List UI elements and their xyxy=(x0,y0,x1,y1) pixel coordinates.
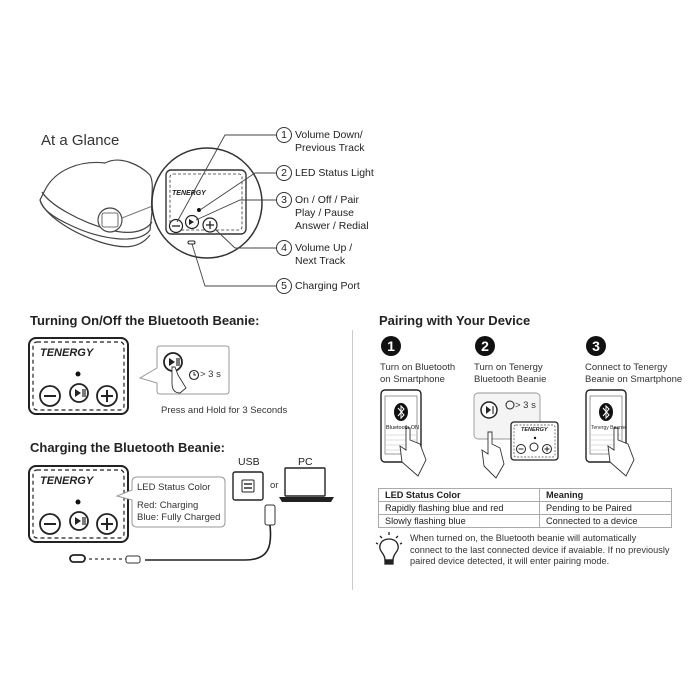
led-bubble-charging: Red: Charging xyxy=(137,500,199,511)
led-bubble-title: LED Status Color xyxy=(137,482,211,493)
at-a-glance-title: At a Glance xyxy=(41,132,120,149)
clock-icon xyxy=(188,369,200,381)
callout-line: Volume Up / xyxy=(295,242,353,254)
finger-icon xyxy=(481,431,505,479)
section-divider xyxy=(352,330,353,590)
step-number-1: 1 xyxy=(381,336,401,356)
callout-on-off-pair: On / Off / Pair Play / Pause Answer / Re… xyxy=(295,194,369,233)
finger-icon xyxy=(607,427,635,477)
charging-port-icon xyxy=(187,240,196,245)
step-line: Connect to Tenergy xyxy=(585,362,668,373)
tip-line: connect to the last connected device if … xyxy=(410,544,670,555)
table-row: Slowly flashing blue Connected to a devi… xyxy=(378,514,672,528)
led-status-bubble xyxy=(115,476,226,528)
step-line: Beanie on Smartphone xyxy=(585,374,683,385)
callout-volume-up: Volume Up / Next Track xyxy=(295,242,352,268)
table-cell: Pending to be Paired xyxy=(539,501,672,515)
turning-on-off-title: Turning On/Off the Bluetooth Beanie: xyxy=(30,313,260,328)
or-label: or xyxy=(270,480,279,491)
pc-label: PC xyxy=(298,456,313,468)
step-line: on Smartphone xyxy=(380,374,445,385)
pairing-tip: When turned on, the Bluetooth beanie wil… xyxy=(410,533,669,568)
led-status-table: LED Status Color Meaning Rapidly flashin… xyxy=(378,488,672,528)
lightbulb-icon xyxy=(375,532,403,565)
tip-line: paired device detected, it will enter pa… xyxy=(410,556,610,566)
brand-logo: TENERGY xyxy=(521,427,548,433)
step-number-2: 2 xyxy=(475,336,495,356)
led-bubble-charged: Blue: Fully Charged xyxy=(137,512,221,523)
callout-line: LED Status Light xyxy=(295,167,374,179)
callout-number-circles xyxy=(276,127,292,294)
brand-logo: TENERGY xyxy=(172,190,206,197)
led-dot xyxy=(197,208,201,212)
callout-number-5: 5 xyxy=(281,280,287,292)
led-dot xyxy=(75,499,81,505)
step-line: Bluetooth Beanie xyxy=(474,374,547,385)
beanie-icon xyxy=(39,159,153,248)
table-header-row: LED Status Color Meaning xyxy=(378,488,672,502)
callout-line: Charging Port xyxy=(295,280,360,292)
table-header-cell: LED Status Color xyxy=(378,488,540,502)
callout-line: Volume Down/ xyxy=(295,129,363,141)
step-line: Turn on Tenergy xyxy=(474,362,543,373)
step-line: Turn on Bluetooth xyxy=(380,362,456,373)
step-3-text: Connect to Tenergy Beanie on Smartphone xyxy=(585,362,682,386)
callout-number-2: 2 xyxy=(281,167,287,179)
timer-label: > 3 s xyxy=(515,400,536,411)
callout-number-1: 1 xyxy=(281,129,287,141)
callout-line: On / Off / Pair xyxy=(295,194,359,206)
step-1-text: Turn on Bluetooth on Smartphone xyxy=(380,362,455,386)
play-pause-button-icon xyxy=(529,442,539,452)
brand-logo: TENERGY xyxy=(40,347,94,359)
phone-screen-text: Bluetooth ON xyxy=(386,425,420,431)
timer-label: > 3 s xyxy=(200,369,221,380)
table-header-cell: Meaning xyxy=(539,488,672,502)
brand-logo: TENERGY xyxy=(40,475,94,487)
table-cell: Connected to a device xyxy=(539,514,672,528)
table-row: Rapidly flashing blue and red Pending to… xyxy=(378,501,672,515)
zoom-leader-line xyxy=(121,204,156,219)
usb-label: USB xyxy=(238,456,260,468)
press-hold-caption: Press and Hold for 3 Seconds xyxy=(161,405,288,416)
callout-number-4: 4 xyxy=(281,242,287,254)
callout-volume-down: Volume Down/ Previous Track xyxy=(295,129,364,155)
pairing-title: Pairing with Your Device xyxy=(379,313,531,328)
charging-title: Charging the Bluetooth Beanie: xyxy=(30,440,225,455)
laptop-icon xyxy=(284,467,326,497)
callout-leaders xyxy=(176,134,276,287)
step-2-text: Turn on Tenergy Bluetooth Beanie xyxy=(474,362,546,386)
callout-line: Play / Pause xyxy=(295,207,354,219)
tip-line: When turned on, the Bluetooth beanie wil… xyxy=(410,533,637,543)
callout-led-status: LED Status Light xyxy=(295,167,374,180)
usb-cable xyxy=(145,524,272,561)
led-dot xyxy=(75,371,81,377)
finger-icon xyxy=(171,366,187,394)
table-cell: Slowly flashing blue xyxy=(378,514,540,528)
phone-screen-text: Tenergy Beanie xyxy=(591,425,626,431)
zoom-bubble xyxy=(138,345,230,395)
callout-number-3: 3 xyxy=(281,194,287,206)
finger-icon xyxy=(399,427,427,477)
callout-line: Answer / Redial xyxy=(295,220,369,232)
callout-line: Previous Track xyxy=(295,142,365,154)
clock-icon xyxy=(505,400,515,410)
table-cell: Rapidly flashing blue and red xyxy=(378,501,540,515)
callout-line: Next Track xyxy=(295,255,346,267)
step-number-3: 3 xyxy=(586,336,606,356)
charging-port-icon xyxy=(69,554,86,563)
callout-charging-port: Charging Port xyxy=(295,280,360,293)
